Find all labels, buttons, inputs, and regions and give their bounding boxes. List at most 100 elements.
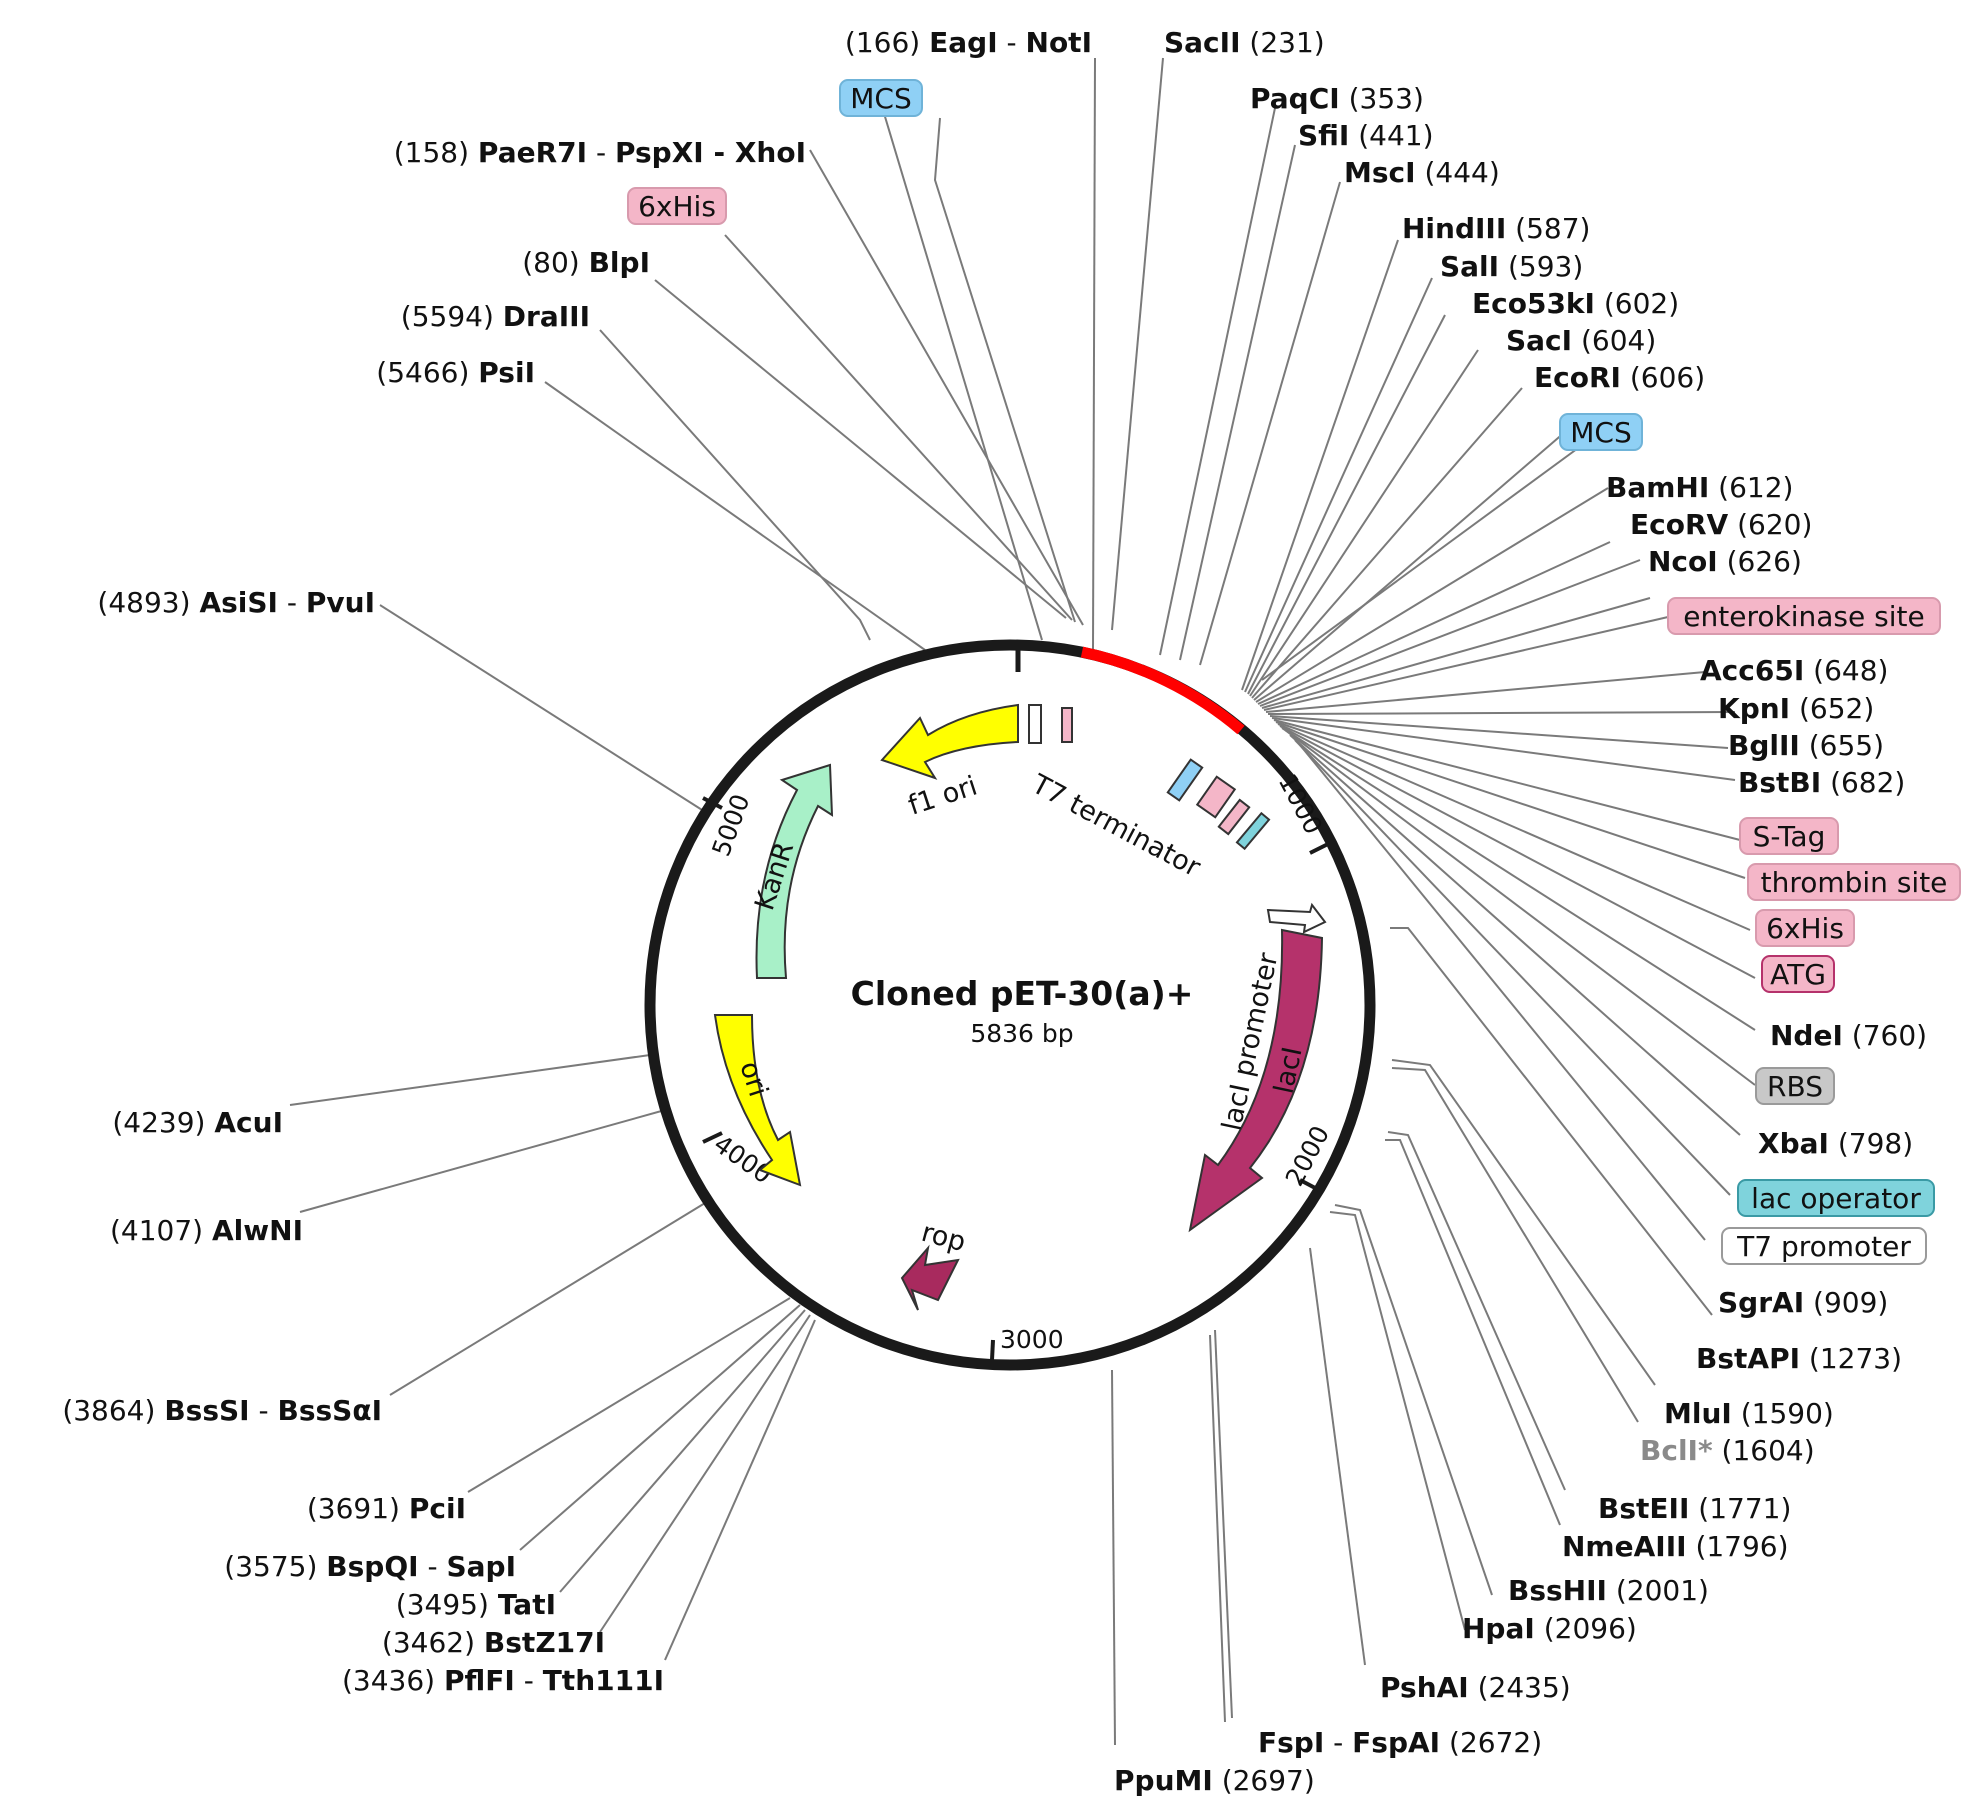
leader-line (1269, 715, 1729, 749)
rop-arrow (900, 1244, 960, 1311)
ori-arrow (713, 1014, 802, 1187)
leader-line (289, 1054, 651, 1106)
leader-line (1214, 1329, 1233, 1719)
site-label-eco53ki: Eco53kI (602) (1472, 287, 1679, 320)
scale-ticks (702, 796, 1331, 1361)
leader-line (467, 1297, 791, 1493)
features (713, 703, 1327, 1311)
site-label-acc65i: Acc65I (648) (1700, 654, 1888, 687)
site-label-paqci: PaqCI (353) (1250, 82, 1424, 115)
leader-line (664, 1319, 816, 1661)
leader-line (1244, 277, 1433, 693)
feature-box-text: MCS (1570, 416, 1631, 449)
leader-line (1257, 541, 1611, 705)
site-label-asisi: (4893) AsiSI - PvuI (97, 586, 375, 619)
site-label-pcii: (3691) PciI (307, 1492, 466, 1525)
leader-line (1271, 717, 1736, 781)
feature-box-labels: MCS 6xHis MCS enterokinase site S-Tag th… (627, 79, 1961, 1265)
feature-box: ATG (1761, 955, 1835, 993)
leader-line (1199, 181, 1341, 666)
leader-line (879, 99, 1043, 641)
feature-box: T7 promoter (1721, 1227, 1927, 1265)
site-label-bsssi: (3864) BssSI - BssSαI (62, 1394, 382, 1427)
tick-mark-1000 (1309, 841, 1331, 855)
kanr-arrow (755, 763, 834, 979)
site-label-pflfi: (3436) PflFI - Tth111I (342, 1664, 664, 1697)
his-box-feature (1195, 775, 1237, 819)
leader-line (1390, 927, 1713, 1316)
site-label-ecorv: EcoRV (620) (1630, 508, 1812, 541)
site-label-sacii: SacII (231) (1164, 26, 1325, 59)
leader-line (809, 149, 1084, 626)
leader-line (1263, 616, 1669, 711)
leader-line (1249, 349, 1479, 697)
feature-box: 6xHis (627, 187, 727, 225)
feature-box: S-Tag (1739, 817, 1839, 855)
site-label-bglii: BglII (655) (1728, 729, 1884, 762)
leader-line (1277, 723, 1751, 931)
leader-line (1111, 1369, 1116, 1746)
feature-box-text: ATG (1770, 958, 1826, 991)
feature-box-text: T7 promoter (1736, 1230, 1911, 1263)
feature-box: thrombin site (1747, 863, 1961, 901)
site-label-ppumi: PpuMI (2697) (1114, 1764, 1315, 1797)
feature-box: MCS (1559, 413, 1643, 451)
leader-line (1275, 721, 1746, 879)
leader-line (724, 234, 1073, 621)
leader-line (1241, 239, 1399, 691)
leader-line (1259, 559, 1641, 707)
feature-box-text: 6xHis (638, 190, 716, 223)
site-label-ncoi: NcoI (626) (1648, 545, 1802, 578)
leader-line (1261, 597, 1651, 709)
plasmid-title: Cloned pET-30(a)+ (851, 974, 1194, 1013)
site-label-msci: MscI (444) (1344, 156, 1500, 189)
site-label-bspqi: (3575) BspQI - SapI (224, 1550, 516, 1583)
feature-box-text: RBS (1767, 1070, 1823, 1103)
site-label-draiii: (5594) DraIII (401, 300, 590, 333)
feature-box: lac operator (1737, 1179, 1935, 1217)
leader-line (389, 1199, 711, 1396)
leader-line (1391, 1067, 1639, 1423)
tick-mark-5000 (702, 796, 723, 810)
leader-line (1329, 1211, 1466, 1631)
tick-mark-2000 (1299, 1178, 1320, 1192)
site-label-ndei: NdeI (760) (1770, 1019, 1927, 1052)
site-label-tati: (3495) TatI (396, 1588, 556, 1621)
f1-ori-label: f1 ori (905, 770, 982, 821)
feature-box: enterokinase site (1667, 597, 1941, 635)
site-label-bstz17i: (3462) BstZ17I (382, 1626, 605, 1659)
leader-line (299, 1109, 666, 1213)
leader-line (1289, 734, 1741, 1136)
feature-box-text: S-Tag (1753, 820, 1826, 853)
site-label-bsteii: BstEII (1771) (1598, 1492, 1791, 1525)
feature-box-text: lac operator (1751, 1182, 1921, 1215)
leader-line (1385, 1139, 1561, 1526)
leader-line (1179, 144, 1296, 661)
tick-label-3000: 3000 (1000, 1325, 1064, 1354)
site-label-mlui: MluI (1590) (1664, 1397, 1834, 1430)
leader-line (1273, 719, 1741, 841)
plasmid-length: 5836 bp (970, 1019, 1073, 1048)
leader-line (1309, 1247, 1366, 1666)
feature-box-text: 6xHis (1766, 912, 1844, 945)
feature-box: RBS (1755, 1067, 1835, 1105)
leader-line (1334, 1204, 1493, 1596)
site-label-bamhi: BamHI (612) (1606, 471, 1793, 504)
leader-line (519, 1304, 801, 1551)
site-label-bstbi: BstBI (682) (1738, 766, 1905, 799)
site-label-psii: (5466) PsiI (376, 356, 535, 389)
backbone-ring (644, 639, 1376, 1371)
leader-line (1111, 57, 1164, 631)
tick-mark-4000 (702, 1131, 723, 1144)
tick-label-1000: 1000 (1273, 769, 1328, 839)
leader-line (1251, 387, 1523, 699)
feature-box: 6xHis (1755, 909, 1855, 947)
site-label-pshai: PshAI (2435) (1380, 1671, 1571, 1704)
site-label-hpai: HpaI (2096) (1462, 1612, 1637, 1645)
site-label-bsshii: BssHII (2001) (1508, 1574, 1709, 1607)
site-label-alwni: (4107) AlwNI (110, 1214, 303, 1247)
site-label-bstapi: BstAPI (1273) (1696, 1342, 1902, 1375)
leader-line (1253, 431, 1566, 701)
leader-line (1265, 671, 1706, 713)
